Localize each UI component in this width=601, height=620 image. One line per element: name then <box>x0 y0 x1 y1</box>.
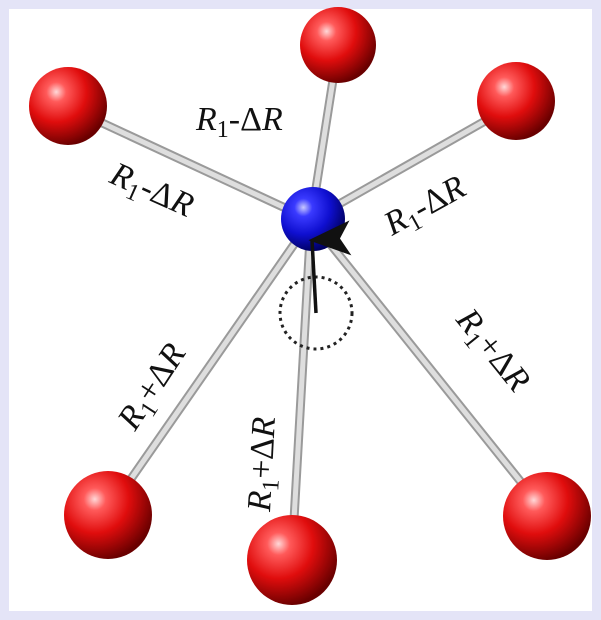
displacement-circle <box>278 275 354 351</box>
ligand-atom-lower-left <box>64 471 152 559</box>
label-lower-right: R1+ΔR <box>444 301 537 402</box>
label-lower-left: R1+ΔR <box>110 337 197 440</box>
ligand-atom-upper-left <box>29 67 107 145</box>
ligand-atom-upper-right <box>477 62 555 140</box>
ligand-atom-top <box>300 7 376 83</box>
ligand-atom-lower-right <box>503 472 591 560</box>
label-upper-right: R1-ΔR <box>377 168 474 247</box>
label-bottom: R1+ΔR <box>241 416 288 514</box>
ligand-atoms <box>29 7 591 605</box>
displacement-arrow <box>308 220 352 314</box>
ligand-atom-bottom <box>247 515 337 605</box>
label-top: R1-ΔR <box>195 101 283 143</box>
bonds <box>65 43 550 560</box>
